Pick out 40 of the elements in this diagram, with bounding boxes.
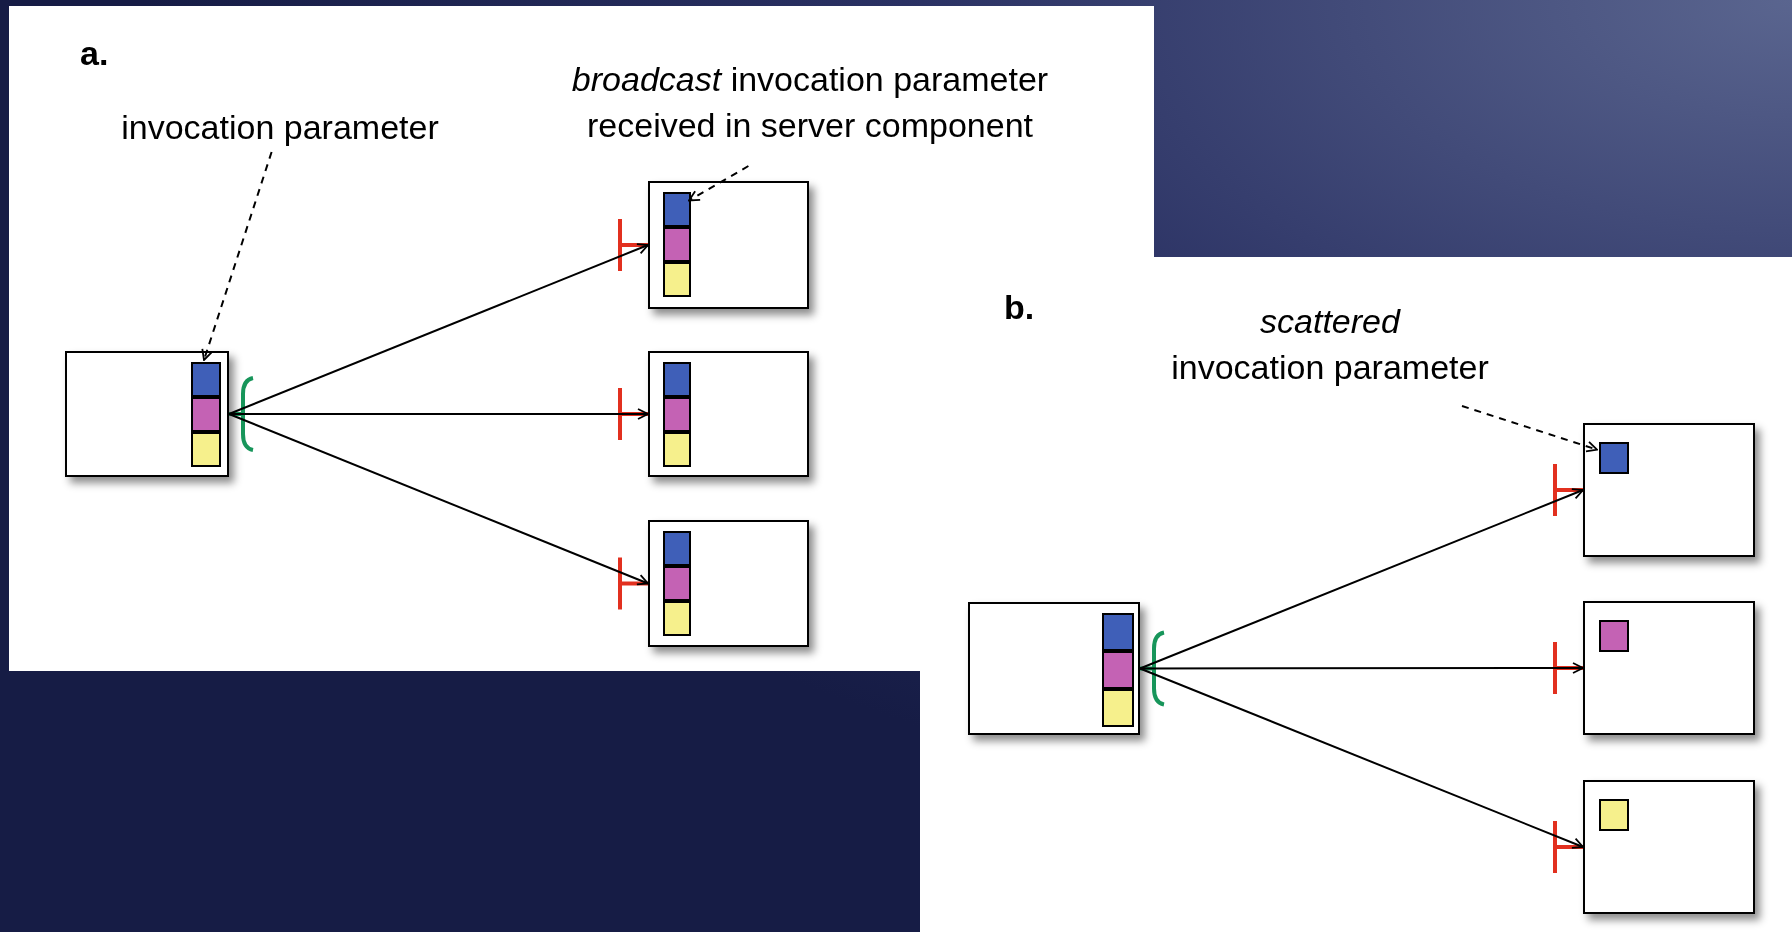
arrow <box>1139 488 1584 670</box>
parameter-square <box>663 601 691 636</box>
component-box <box>65 351 229 477</box>
parameter-square <box>663 566 691 601</box>
annotation-text: scattered <box>1260 301 1400 342</box>
component-box <box>1583 423 1755 557</box>
parameter-square <box>663 227 691 262</box>
parameter-square <box>663 531 691 566</box>
component-box <box>1583 601 1755 735</box>
arrow <box>1139 662 1584 674</box>
parameter-square <box>663 397 691 432</box>
annotation-text: invocation parameter <box>121 107 439 148</box>
annotation-text: broadcast invocation parameter received in server component <box>570 59 1050 146</box>
parameter-square <box>191 397 221 432</box>
leader-line <box>201 151 273 361</box>
parameter-square <box>1599 620 1629 652</box>
arrow <box>228 413 649 586</box>
component-box <box>648 351 809 477</box>
arrow <box>228 243 649 415</box>
leader-line <box>688 165 750 202</box>
component-box <box>1583 780 1755 914</box>
panel-label: a. <box>80 33 109 74</box>
parameter-square <box>663 192 691 227</box>
parameter-square <box>191 432 221 467</box>
component-box <box>648 520 809 647</box>
panel-label: b. <box>1004 287 1035 328</box>
arrow <box>1139 667 1584 849</box>
parameter-square <box>1102 613 1134 651</box>
parameter-square <box>1102 651 1134 689</box>
parameter-square <box>663 362 691 397</box>
leader-line <box>1461 405 1598 453</box>
annotation-text: invocation parameter <box>1171 347 1489 388</box>
parameter-square <box>663 432 691 467</box>
parameter-square <box>191 362 221 397</box>
parameter-square <box>1599 799 1629 831</box>
parameter-square <box>1102 689 1134 727</box>
parameter-square <box>1599 442 1629 474</box>
component-box <box>968 602 1140 735</box>
parameter-square <box>663 262 691 297</box>
component-box <box>648 181 809 309</box>
